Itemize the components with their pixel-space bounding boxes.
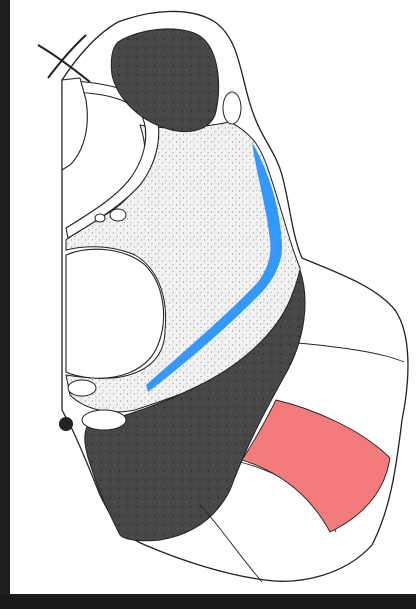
black-dot	[59, 417, 73, 431]
small-oval-mid	[110, 209, 126, 221]
lower-oval-a	[68, 380, 96, 396]
frame-bottom-bar	[0, 594, 416, 609]
small-oval-upper	[223, 92, 241, 124]
central-cavity	[66, 249, 164, 378]
anatomical-diagram	[10, 0, 416, 609]
small-oval-mid-2	[95, 214, 105, 222]
figure-canvas	[10, 0, 416, 609]
lower-oval-b	[82, 410, 126, 430]
